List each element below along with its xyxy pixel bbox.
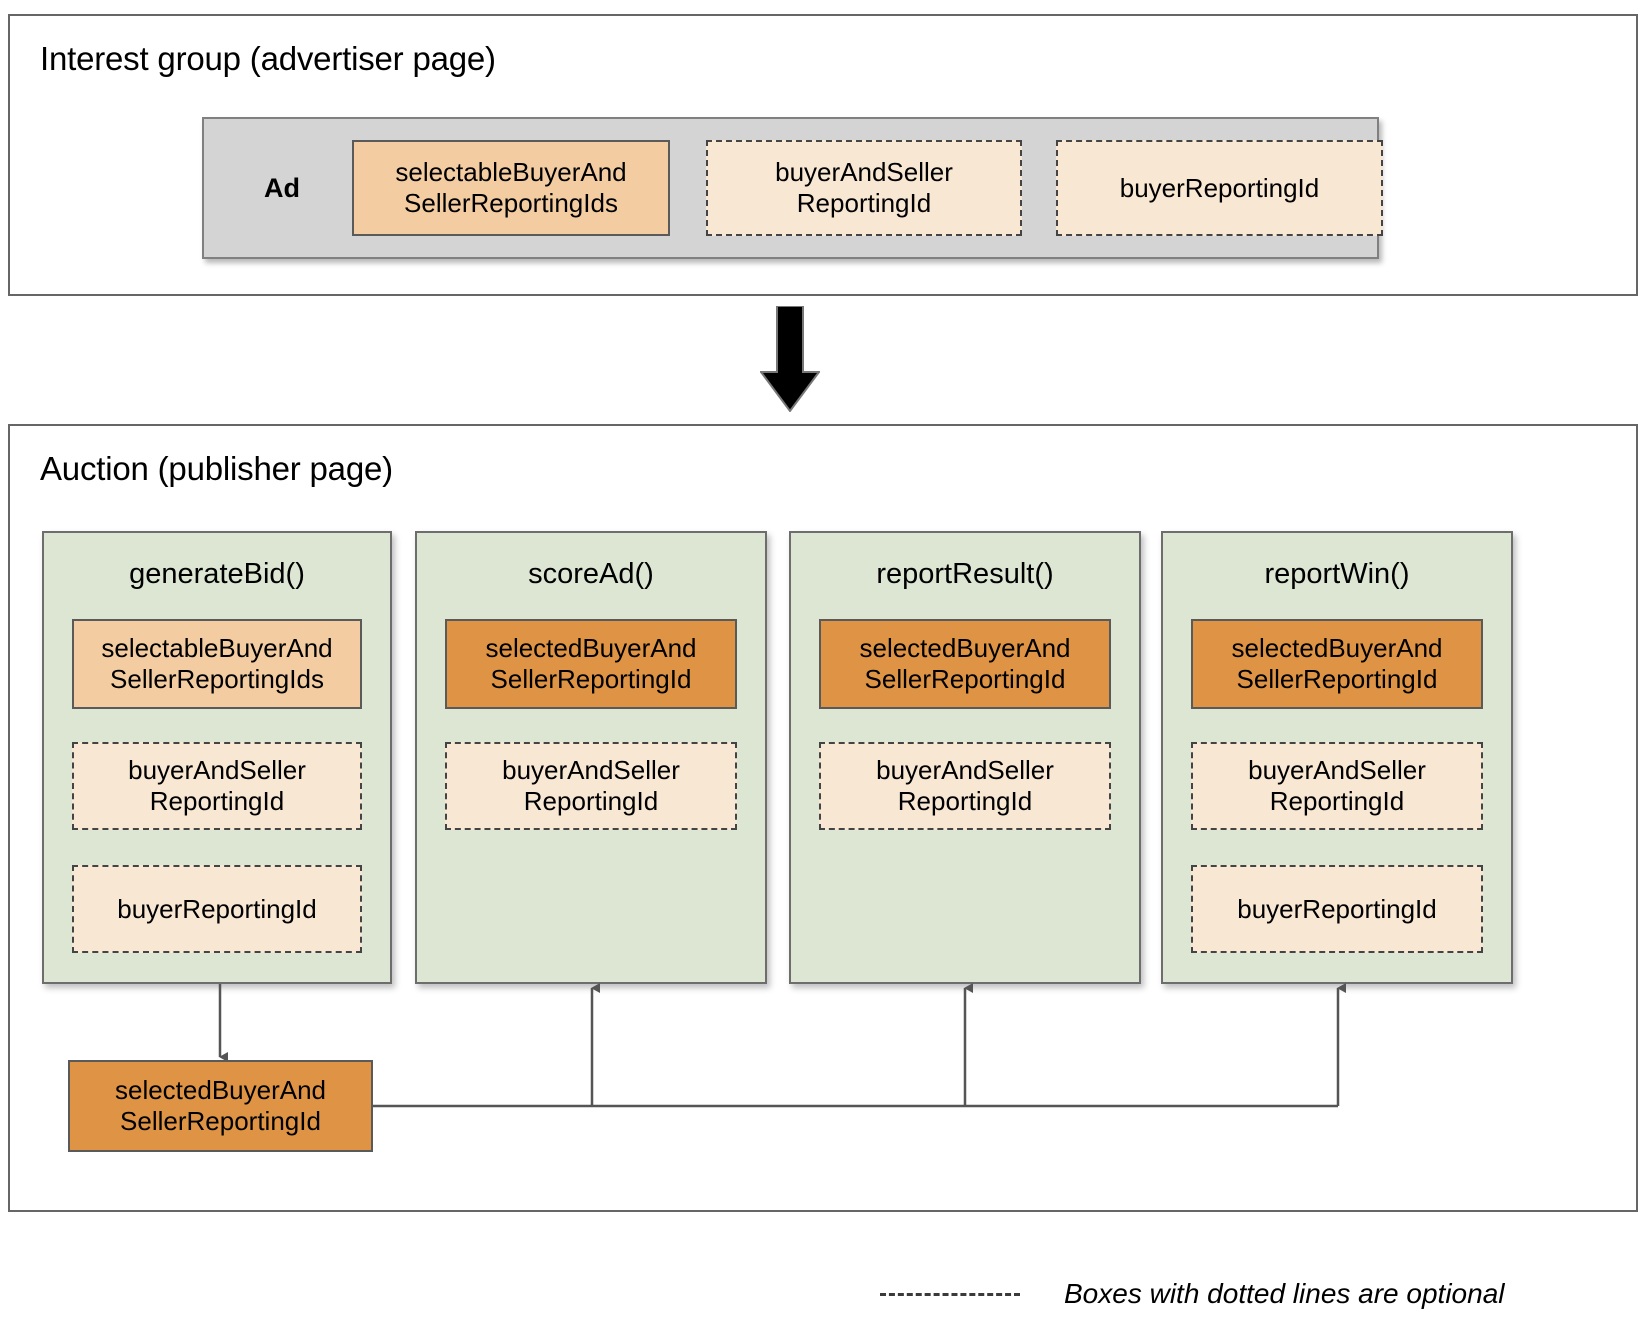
ad-label: Ad xyxy=(264,172,300,203)
legend-text: Boxes with dotted lines are optional xyxy=(1064,1278,1505,1309)
report-win-field-buyer-reporting-id: buyerReportingId xyxy=(1191,865,1483,953)
report-result-field-buyer-and-seller-reporting-id: buyerAndSeller ReportingId xyxy=(819,742,1111,830)
ad-field-buyer-reporting-id: buyerReportingId xyxy=(1056,140,1383,236)
ad-container: Ad selectableBuyerAnd SellerReportingIds… xyxy=(202,117,1383,259)
interest-group-panel: Interest group (advertiser page) Ad sele… xyxy=(8,14,1638,296)
interest-group-title: Interest group (advertiser page) xyxy=(40,40,496,77)
report-win-field-buyer-and-seller-reporting-id: buyerAndSeller ReportingId xyxy=(1191,742,1483,830)
function-column-score-ad: scoreAd() selectedBuyerAnd SellerReporti… xyxy=(415,531,767,984)
function-name-generate-bid: generateBid() xyxy=(129,558,305,590)
score-ad-field-selected-buyer-and-seller-reporting-id: selectedBuyerAnd SellerReportingId xyxy=(445,619,737,709)
report-win-field-selected-buyer-and-seller-reporting-id: selectedBuyerAnd SellerReportingId xyxy=(1191,619,1483,709)
generate-bid-field-selectable-buyer-and-seller-reporting-ids: selectableBuyerAnd SellerReportingIds xyxy=(72,619,362,709)
selected-buyer-and-seller-reporting-id-result-box: selectedBuyerAnd SellerReportingId xyxy=(68,1060,373,1152)
function-name-score-ad: scoreAd() xyxy=(528,558,654,590)
legend-dashed-line-icon xyxy=(880,1292,1020,1296)
report-result-field-selected-buyer-and-seller-reporting-id: selectedBuyerAnd SellerReportingId xyxy=(819,619,1111,709)
function-name-report-result: reportResult() xyxy=(876,558,1054,590)
score-ad-field-buyer-and-seller-reporting-id: buyerAndSeller ReportingId xyxy=(445,742,737,830)
generate-bid-field-buyer-and-seller-reporting-id: buyerAndSeller ReportingId xyxy=(72,742,362,830)
function-name-report-win: reportWin() xyxy=(1264,558,1410,590)
function-column-report-result: reportResult() selectedBuyerAnd SellerRe… xyxy=(789,531,1141,984)
function-column-report-win: reportWin() selectedBuyerAnd SellerRepor… xyxy=(1161,531,1513,984)
auction-title: Auction (publisher page) xyxy=(40,450,393,487)
flow-down-arrow-icon xyxy=(759,305,821,413)
function-column-generate-bid: generateBid() selectableBuyerAnd SellerR… xyxy=(42,531,392,984)
ad-field-selectable-buyer-and-seller-reporting-ids: selectableBuyerAnd SellerReportingIds xyxy=(352,140,670,236)
ad-field-buyer-and-seller-reporting-id: buyerAndSeller ReportingId xyxy=(706,140,1022,236)
legend: Boxes with dotted lines are optional xyxy=(880,1272,1620,1316)
generate-bid-field-buyer-reporting-id: buyerReportingId xyxy=(72,865,362,953)
